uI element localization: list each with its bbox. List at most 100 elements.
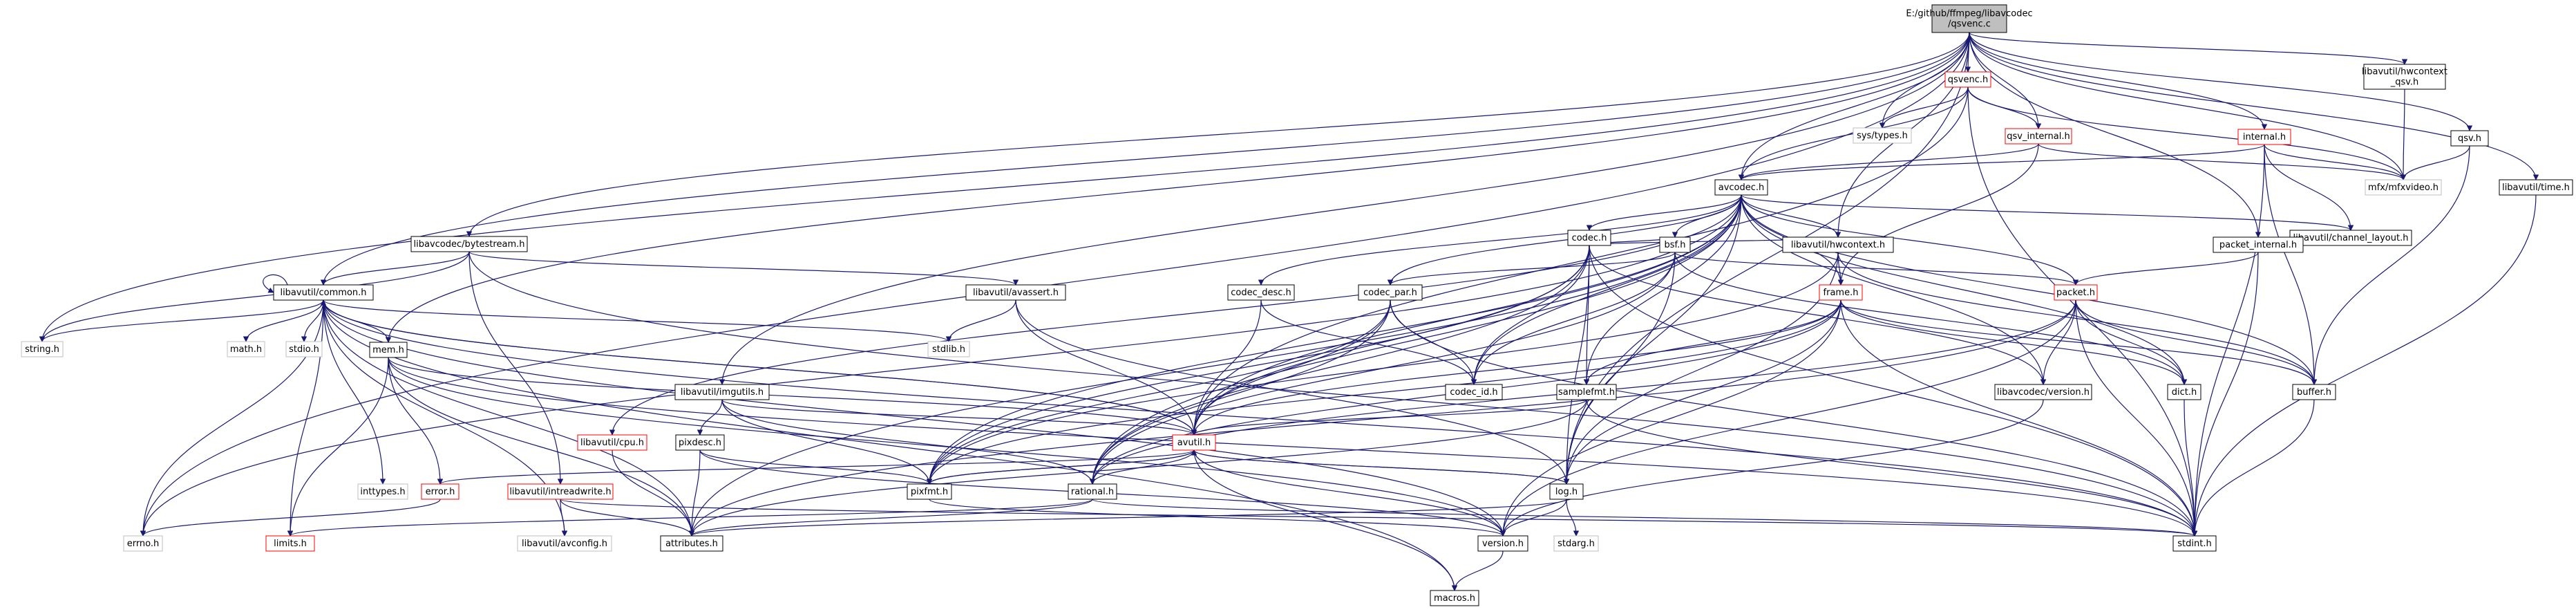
node-label: codec_desc.h (1231, 288, 1291, 298)
node-label: libavutil/avconfig.h (522, 539, 607, 549)
node-box (21, 341, 64, 357)
node-codec_desc[interactable]: codec_desc.h (1227, 284, 1295, 301)
node-channel_layout[interactable]: libavutil/channel_layout.h (2289, 230, 2412, 246)
node-codec_id[interactable]: codec_id.h (1445, 384, 1503, 400)
node-qsvenc_h[interactable]: qsvenc.h (1944, 71, 1991, 88)
node-label: bsf.h (1664, 240, 1685, 250)
node-frame_h[interactable]: frame.h (1819, 284, 1863, 301)
node-pixdesc[interactable]: pixdesc.h (675, 434, 725, 451)
edge-codec_h-to-stdint (1589, 245, 2198, 537)
node-avconfig: libavutil/avconfig.h (517, 535, 612, 552)
edge-root-to-imgutils (719, 32, 1970, 385)
edge-hwcontext_h-to-frame_h (1837, 252, 1844, 286)
edge-rational-to-limits_h (287, 499, 1093, 537)
edge-pixdesc-to-attributes (688, 449, 701, 537)
node-dict_h[interactable]: dict.h (2167, 384, 2201, 400)
edge-version_lavc-to-version_h (1499, 399, 2044, 537)
node-label: libavutil/channel_layout.h (2293, 233, 2409, 243)
node-label: libavutil/time.h (2502, 183, 2570, 193)
node-label: macros.h (1434, 593, 1475, 604)
node-box (1172, 434, 1216, 451)
node-label: log.h (1555, 487, 1578, 497)
node-bsf_h[interactable]: bsf.h (1659, 236, 1691, 253)
node-qsv_internal[interactable]: qsv_internal.h (2005, 128, 2072, 145)
node-label: _qsv.h (2390, 77, 2419, 88)
edge-common_h-to-inttypes (323, 299, 386, 485)
edge-bsf_h-to-log_h (1563, 252, 1676, 485)
node-label: libavutil/imgutils.h (681, 387, 764, 398)
node-box (2213, 236, 2304, 253)
node-codec_par[interactable]: codec_par.h (1358, 284, 1423, 301)
edge-root-to-bytestream (466, 32, 1970, 237)
node-box (1358, 284, 1423, 301)
node-hwctx_qsv[interactable]: libavutil/hwcontext_qsv.h (2362, 64, 2447, 90)
node-common_h[interactable]: libavutil/common.h (273, 284, 374, 301)
edge-common_h-to-limits_h (287, 299, 324, 537)
node-time_h[interactable]: libavutil/time.h (2499, 179, 2573, 196)
node-stdint[interactable]: stdint.h (2172, 535, 2217, 552)
edge-samplefmt-to-stdint (1586, 399, 2198, 537)
node-buffer_h[interactable]: buffer.h (2292, 384, 2336, 400)
edge-avcodec_h-to-rational (1089, 194, 1742, 485)
edge-avcodec_h-to-codec_h (1586, 194, 1742, 231)
node-box (369, 342, 408, 358)
node-mem_h[interactable]: mem.h (369, 342, 408, 358)
node-box (2237, 129, 2291, 145)
edge-internal_h-to-avcodec_h (1739, 144, 2265, 180)
edge-imgutils-to-rational (721, 399, 1096, 485)
node-log_h[interactable]: log.h (1549, 483, 1584, 500)
node-version_h[interactable]: version.h (1477, 535, 1528, 552)
node-codec_h[interactable]: codec.h (1567, 230, 1611, 246)
node-label: buffer.h (2297, 387, 2331, 398)
edge-common_h-to-version_h (323, 299, 1506, 537)
node-box (1659, 236, 1691, 253)
node-attributes[interactable]: attributes.h (660, 535, 723, 552)
edge-intreadwrite-to-attributes (560, 499, 695, 537)
node-rational[interactable]: rational.h (1068, 483, 1117, 500)
node-label: attributes.h (665, 539, 718, 549)
node-packet_internal[interactable]: packet_internal.h (2213, 236, 2304, 253)
node-label: libavutil/intreadwrite.h (509, 487, 611, 497)
edge-root-to-hwctx_qsv (1969, 32, 2407, 65)
node-label: libavutil/cpu.h (580, 438, 644, 448)
node-qsv_h[interactable]: qsv.h (2450, 130, 2489, 147)
edge-buffer_h-to-stdint (2191, 399, 2315, 537)
node-avutil_h[interactable]: avutil.h (1172, 434, 1216, 451)
node-avassert[interactable]: libavutil/avassert.h (965, 284, 1066, 301)
node-box (2172, 535, 2217, 552)
node-cpu_h[interactable]: libavutil/cpu.h (577, 434, 647, 451)
node-limits_h[interactable]: limits.h (265, 535, 315, 552)
node-internal_h[interactable]: internal.h (2237, 129, 2291, 145)
node-hwcontext_h[interactable]: libavutil/hwcontext.h (1782, 236, 1894, 253)
edge-hwctx_qsv-to-mfxvideo (2400, 89, 2407, 180)
node-packet_h[interactable]: packet.h (2054, 284, 2098, 301)
node-pixfmt[interactable]: pixfmt.h (907, 483, 952, 500)
edge-avcodec_h-to-codec_desc (1258, 194, 1742, 286)
node-samplefmt[interactable]: samplefmt.h (1556, 384, 1617, 400)
node-box (357, 483, 408, 500)
node-label: stdlib.h (932, 344, 965, 355)
node-bytestream[interactable]: libavcodec/bytestream.h (410, 236, 528, 252)
node-macros[interactable]: macros.h (1430, 590, 1479, 606)
edge-packet_internal-to-stdint (2191, 252, 2259, 537)
node-version_lavc[interactable]: libavcodec/version.h (1994, 384, 2092, 400)
edge-qsvenc_h-to-sys_types (1879, 86, 1969, 129)
node-root[interactable]: E:/github/ffmpeg/libavcodec/qsvenc.c (1906, 4, 2033, 33)
edge-avutil_h-to-error_h (437, 449, 1195, 485)
edge-frame_h-to-version_h (1499, 299, 1841, 537)
edge-avcodec_h-to-codec_id (1470, 194, 1742, 385)
edge-version_h-to-macros (1451, 550, 1504, 591)
node-error_h[interactable]: error.h (421, 483, 460, 500)
node-intreadwrite[interactable]: libavutil/intreadwrite.h (507, 483, 614, 500)
edge-log_h-to-version_h (1499, 499, 1567, 537)
node-box (410, 236, 528, 252)
node-label: pixdesc.h (679, 438, 721, 448)
node-box (660, 535, 723, 552)
edge-codec_par-to-pixfmt (926, 299, 1391, 485)
edge-common_h-to-attributes (323, 299, 695, 537)
node-label: stdarg.h (1557, 539, 1595, 549)
node-label: libavutil/avassert.h (973, 288, 1059, 298)
edge-root-to-string_h (39, 32, 1970, 342)
node-avcodec_h[interactable]: avcodec.h (1714, 179, 1768, 196)
node-imgutils[interactable]: libavutil/imgutils.h (674, 384, 770, 400)
